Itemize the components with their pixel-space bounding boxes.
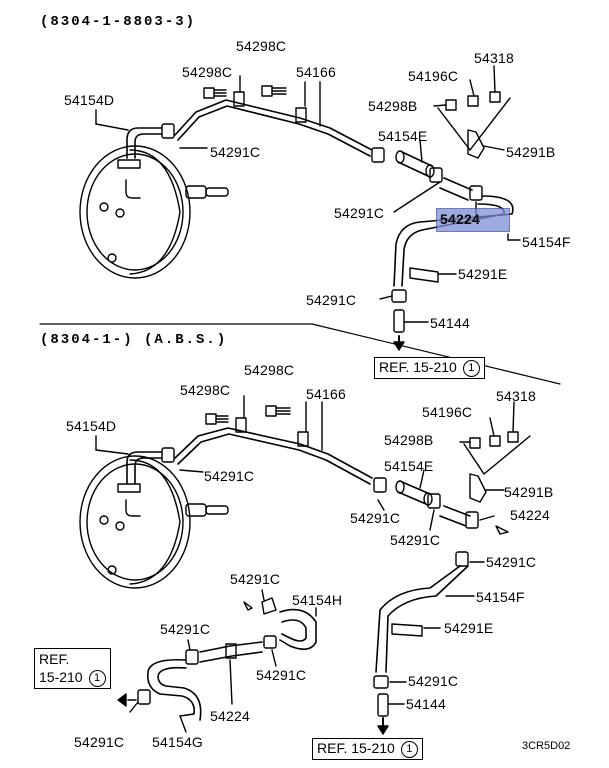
part-label-54291c[interactable]: 54291C <box>74 734 125 750</box>
part-label-54318[interactable]: 54318 <box>496 388 536 404</box>
part-label-54298c[interactable]: 54298C <box>182 64 233 80</box>
part-label-54144[interactable]: 54144 <box>430 315 470 331</box>
part-label-54166[interactable]: 54166 <box>296 64 336 80</box>
part-label-54144[interactable]: 54144 <box>406 696 446 712</box>
part-label-54154d[interactable]: 54154D <box>66 418 117 434</box>
reference-box-top[interactable]: REF. 15-210 1 <box>374 357 485 379</box>
part-label-54291c[interactable]: 54291C <box>408 673 459 689</box>
part-label-54291c[interactable]: 54291C <box>204 468 255 484</box>
ref-text: REF. 15-210 <box>317 740 395 756</box>
ref-text: REF. 15-210 <box>379 359 457 375</box>
part-label-54154e[interactable]: 54154E <box>384 458 434 474</box>
part-label-54291c[interactable]: 54291C <box>306 292 357 308</box>
ref-number: 1 <box>462 359 480 377</box>
part-label-54154e[interactable]: 54154E <box>378 128 428 144</box>
part-label-54291e[interactable]: 54291E <box>458 266 508 282</box>
reference-box-bottom-left[interactable]: REF. 15-210 1 <box>34 648 111 689</box>
part-highlight <box>436 208 510 232</box>
part-label-54196c[interactable]: 54196C <box>408 68 459 84</box>
part-label-54291c[interactable]: 54291C <box>256 667 307 683</box>
part-label-54298c[interactable]: 54298C <box>236 38 287 54</box>
part-label-54154g[interactable]: 54154G <box>152 734 204 750</box>
ref-number: 1 <box>88 669 106 687</box>
section-header-top: (8304-1-8803-3) <box>40 14 197 30</box>
part-label-54154f[interactable]: 54154F <box>476 589 525 605</box>
part-label-54291e[interactable]: 54291E <box>444 620 494 636</box>
ref-text: 15-210 <box>39 669 83 685</box>
part-label-54298b[interactable]: 54298B <box>384 432 434 448</box>
part-label-54224[interactable]: 54224 <box>510 507 550 523</box>
part-label-54291c[interactable]: 54291C <box>230 571 281 587</box>
part-label-54154f[interactable]: 54154F <box>522 234 571 250</box>
part-label-54318[interactable]: 54318 <box>474 50 514 66</box>
brake-booster-bottom <box>79 455 229 589</box>
diagram-code: 3CR5D02 <box>522 740 571 752</box>
part-label-54154d[interactable]: 54154D <box>64 92 115 108</box>
part-label-54298b[interactable]: 54298B <box>368 98 418 114</box>
part-label-54298c[interactable]: 54298C <box>180 382 231 398</box>
part-label-54298c[interactable]: 54298C <box>244 362 295 378</box>
ref-text: REF. <box>39 651 70 667</box>
part-label-54291c[interactable]: 54291C <box>350 510 401 526</box>
part-label-54166[interactable]: 54166 <box>306 386 346 402</box>
ref-number: 1 <box>400 740 418 758</box>
part-label-54291c[interactable]: 54291C <box>334 205 385 221</box>
part-label-54224[interactable]: 54224 <box>210 708 250 724</box>
part-label-54196c[interactable]: 54196C <box>422 404 473 420</box>
reference-box-bottom-right[interactable]: REF. 15-210 1 <box>312 738 423 760</box>
part-label-54224-highlighted[interactable]: 54224 <box>440 211 480 227</box>
section-header-bottom: (8304-1-) (A.B.S.) <box>40 332 228 348</box>
part-label-54291c[interactable]: 54291C <box>160 621 211 637</box>
brake-booster-top <box>79 145 229 279</box>
part-label-54291c[interactable]: 54291C <box>390 532 441 548</box>
part-label-54291c[interactable]: 54291C <box>486 554 537 570</box>
part-label-54291c[interactable]: 54291C <box>210 144 261 160</box>
part-label-54154h[interactable]: 54154H <box>292 592 343 608</box>
part-label-54291b[interactable]: 54291B <box>504 484 554 500</box>
part-label-54291b[interactable]: 54291B <box>506 144 556 160</box>
